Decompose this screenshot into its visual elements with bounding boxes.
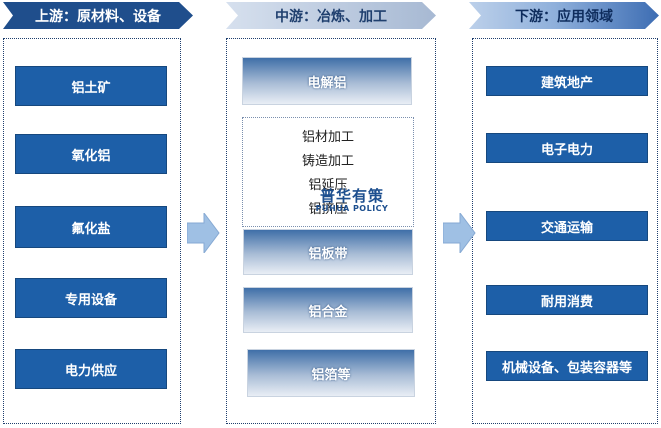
- upstream-item: 专用设备: [15, 278, 167, 318]
- upstream-title: 上游：原材料、设备: [35, 8, 161, 25]
- processing-item: 铝挤压: [308, 202, 348, 217]
- midstream-primary: 电解铝: [242, 57, 412, 105]
- downstream-header: 下游：应用领域: [469, 2, 659, 29]
- upstream-item: 电力供应: [15, 349, 167, 389]
- downstream-item-label: 耐用消费: [540, 294, 593, 310]
- downstream-item: 耐用消费: [486, 285, 648, 315]
- downstream-item-label: 机械设备、包装容器等: [501, 360, 632, 376]
- midstream-product-label: 铝箔等: [311, 367, 351, 383]
- processing-box: 铝材加工 铸造加工 铝延压 铝挤压: [242, 117, 414, 227]
- midstream-primary-label: 电解铝: [307, 75, 347, 91]
- midstream-product: 铝合金: [243, 287, 413, 333]
- midstream-title: 中游：冶炼、加工: [275, 8, 387, 25]
- downstream-item-label: 交通运输: [540, 220, 593, 236]
- right-arrow-icon: [187, 213, 220, 253]
- upstream-item-label: 电力供应: [64, 363, 117, 379]
- downstream-item-label: 建筑地产: [540, 75, 593, 91]
- downstream-title: 下游：应用领域: [515, 8, 613, 25]
- midstream-product: 铝板带: [243, 229, 413, 275]
- upstream-item-label: 氟化盐: [71, 221, 111, 237]
- upstream-item: 氧化铝: [15, 134, 167, 174]
- processing-item: 铝延压: [308, 178, 348, 193]
- downstream-item: 机械设备、包装容器等: [486, 351, 648, 381]
- midstream-product-label: 铝合金: [308, 304, 348, 320]
- upstream-header: 上游：原材料、设备: [3, 2, 193, 29]
- processing-item: 铝材加工: [301, 130, 354, 145]
- downstream-item: 建筑地产: [486, 66, 648, 96]
- upstream-item-label: 氧化铝: [71, 148, 111, 164]
- midstream-product: 铝箔等: [247, 349, 415, 397]
- upstream-item-label: 专用设备: [64, 292, 117, 308]
- downstream-item: 交通运输: [486, 211, 648, 241]
- upstream-item: 氟化盐: [15, 206, 167, 248]
- downstream-item: 电子电力: [486, 133, 648, 163]
- upstream-item-label: 铝土矿: [71, 80, 111, 96]
- midstream-header: 中游：冶炼、加工: [226, 2, 436, 29]
- upstream-item: 铝土矿: [15, 66, 167, 106]
- midstream-product-label: 铝板带: [308, 246, 348, 262]
- downstream-item-label: 电子电力: [540, 142, 593, 158]
- right-arrow-icon: [443, 213, 476, 253]
- processing-item: 铸造加工: [301, 154, 354, 169]
